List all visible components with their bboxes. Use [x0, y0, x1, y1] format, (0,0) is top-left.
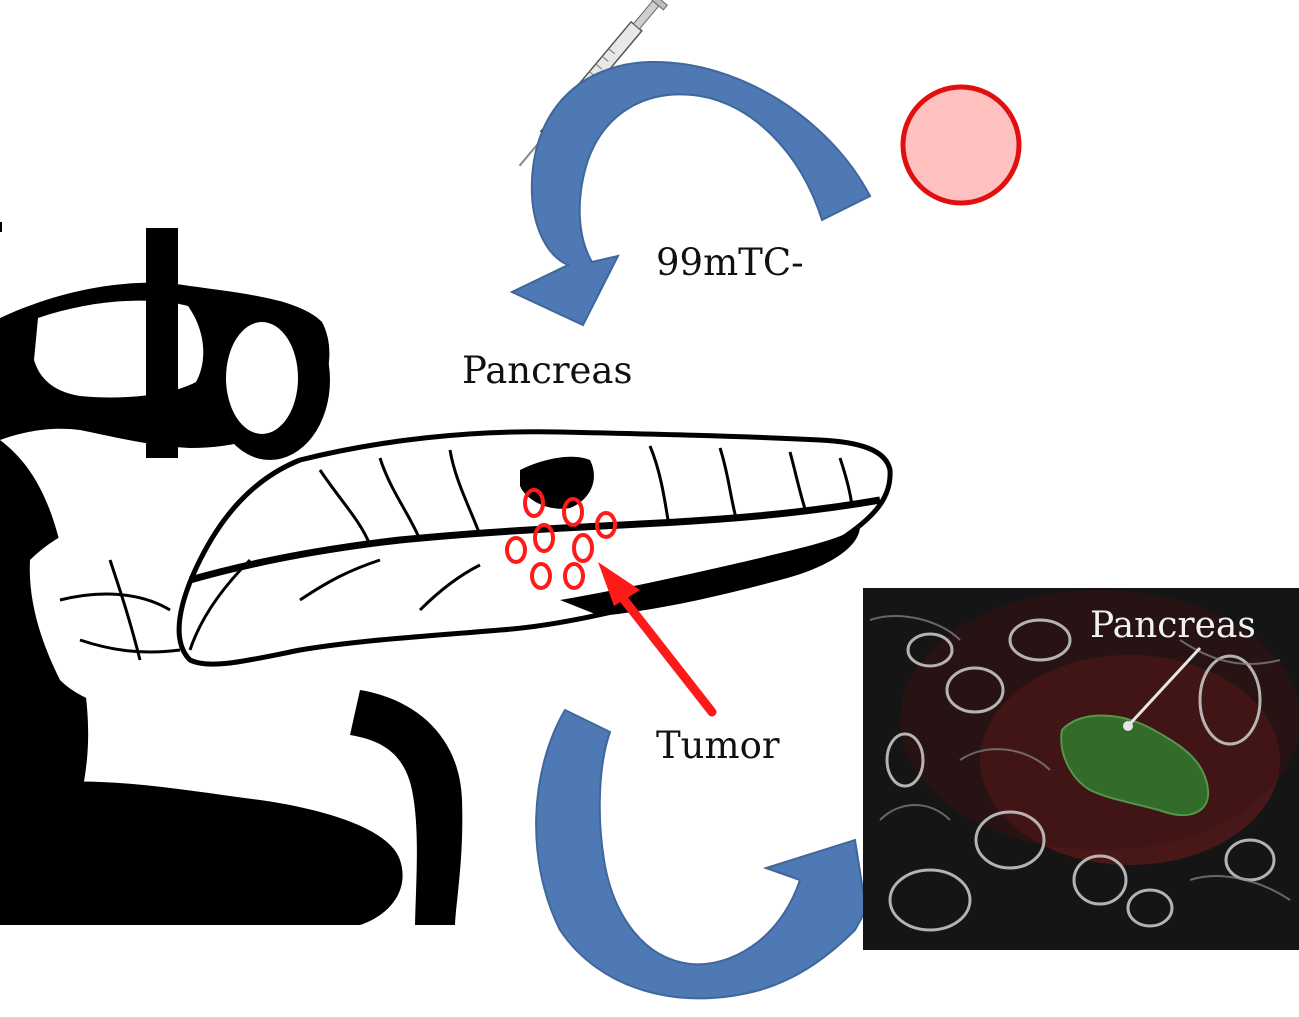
curved-arrow-icon: [509, 60, 872, 327]
curved-arrow-icon: [535, 708, 868, 1000]
tumor-marker: [562, 497, 584, 527]
tracer-label: 99mTC-: [656, 241, 804, 284]
scan-pancreas-label: Pancreas: [1090, 605, 1256, 646]
tumor-marker: [505, 536, 527, 564]
anatomy-illustration: [0, 222, 893, 925]
tumor-label: Tumor: [656, 724, 780, 767]
tumor-marker: [523, 488, 545, 518]
nanoparticle-icon: [900, 84, 1022, 206]
tumor-marker: [572, 533, 594, 563]
tumor-marker: [563, 562, 585, 590]
tumor-marker: [595, 511, 617, 539]
tumor-marker: [533, 523, 555, 553]
tumor-marker: [530, 562, 552, 590]
pancreas-label: Pancreas: [462, 349, 633, 392]
pointer-arrow-icon: [598, 562, 717, 717]
scan-image: [863, 588, 1299, 950]
tumor-markers: [505, 488, 617, 590]
